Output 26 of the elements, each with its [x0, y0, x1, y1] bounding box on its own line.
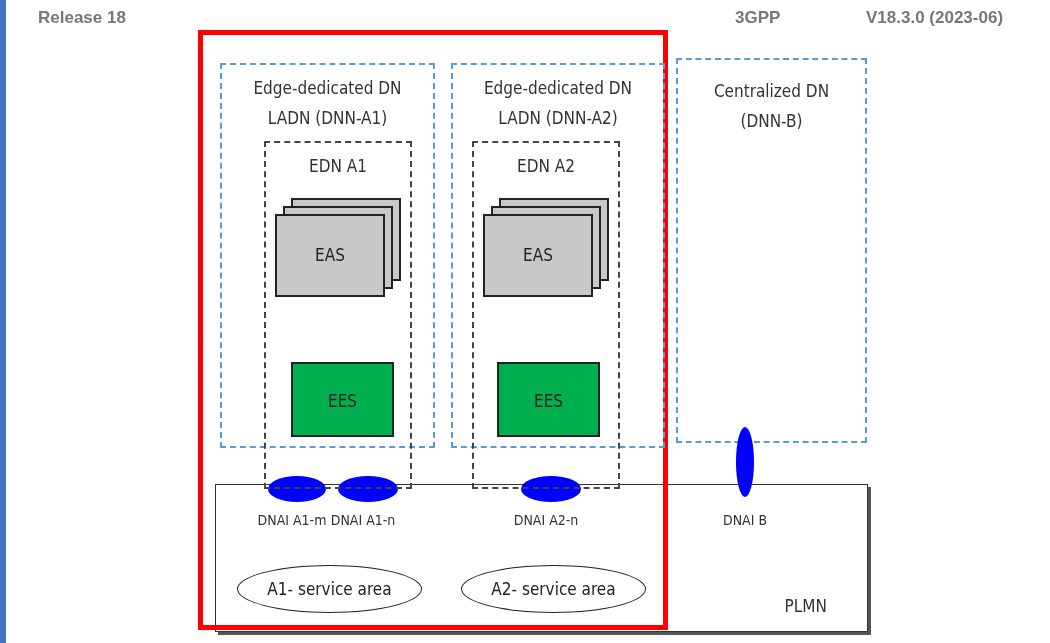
node-label: EES [326, 389, 358, 412]
node-label: EAS [522, 244, 554, 266]
node-label: A2- service area [490, 578, 617, 600]
node-label: Centralized DN (DNN-B) [712, 80, 831, 133]
access-point-label: DNAI B [721, 511, 769, 529]
server-box [497, 362, 600, 437]
node-label: EES [532, 389, 564, 412]
server-stack [483, 198, 609, 297]
node-label: PLMN [784, 595, 827, 617]
node-label: EDN A2 [516, 155, 576, 178]
header-text: Release 18 [38, 8, 126, 28]
access-point-label: DNAI A1-m [257, 511, 327, 529]
edge-data-network-region [472, 141, 620, 489]
server-stack [275, 198, 401, 297]
header-text: V18.3.0 (2023-06) [866, 8, 1004, 28]
node-label: Edge-dedicated DN LADN (DNN-A1) [252, 77, 403, 130]
network-region [215, 484, 868, 632]
access-point-label: DNAI A1-n [329, 511, 397, 529]
edge-data-network-region [264, 141, 412, 489]
node-label: Edge-dedicated DN LADN (DNN-A2) [482, 77, 634, 130]
access-point-label: DNAI A2-n [512, 511, 580, 529]
header-text: 3GPP [735, 8, 781, 28]
server-box [291, 362, 394, 437]
node-label: A1- service area [266, 578, 393, 600]
node-label: EDN A1 [308, 155, 368, 178]
node-label: EAS [314, 244, 346, 266]
